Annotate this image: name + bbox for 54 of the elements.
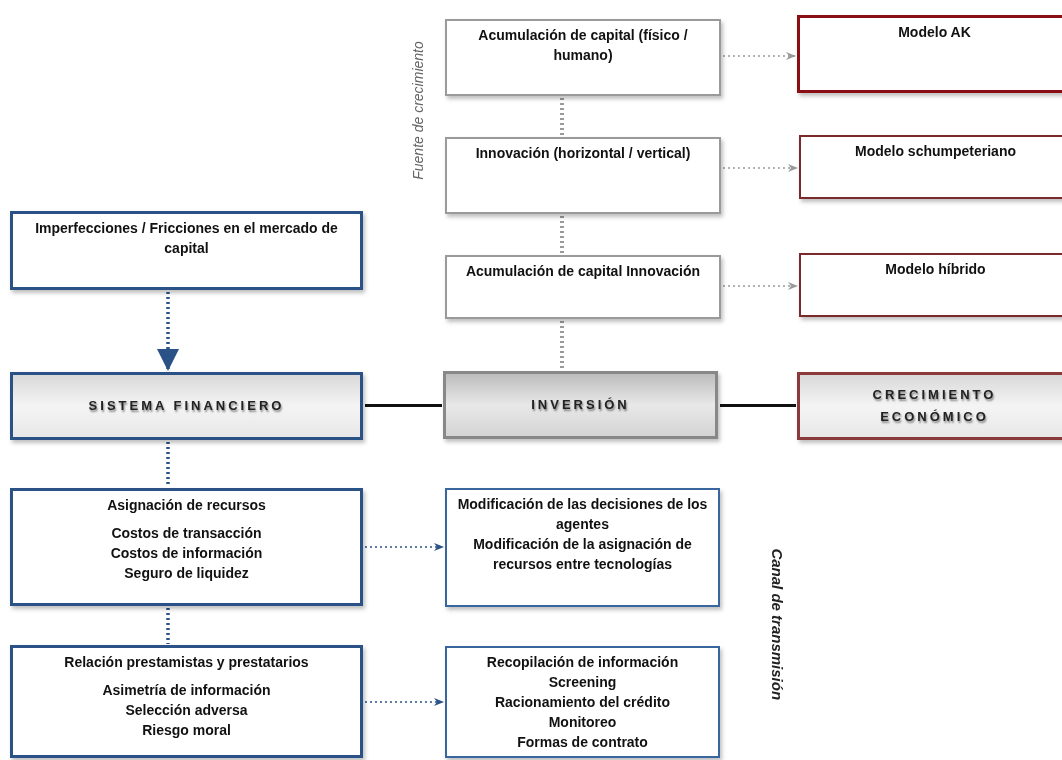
title-box bbox=[10, 372, 363, 440]
arrow bbox=[364, 543, 445, 551]
box-text: Modificación de las decisiones de los agentes bbox=[456, 495, 709, 534]
box-text: Modelo híbrido bbox=[884, 260, 987, 279]
heading-text: Relación prestamistas y prestatarios bbox=[63, 653, 310, 672]
box-text: Monitoreo bbox=[547, 713, 618, 732]
model-box bbox=[799, 135, 1062, 199]
model-box bbox=[799, 253, 1062, 317]
connector-line bbox=[560, 216, 564, 254]
box-text: Modificación de la asignación de recursos entre tecnologías bbox=[472, 535, 693, 574]
box-text: Selección adversa bbox=[124, 701, 249, 720]
box-text: Recopilación de información bbox=[485, 653, 680, 672]
axis-caption: Canal de transmisión bbox=[768, 548, 788, 701]
box-text: Riesgo moral bbox=[141, 721, 232, 740]
title-text: SISTEMA FINANCIERO bbox=[88, 397, 285, 415]
arrow bbox=[722, 52, 797, 60]
connector-line bbox=[166, 608, 170, 644]
box-text: Acumulación de capital (físico / humano) bbox=[477, 26, 689, 65]
connector-line bbox=[720, 404, 796, 407]
box-text: Modelo AK bbox=[897, 23, 972, 42]
arrow bbox=[722, 282, 799, 290]
axis-caption: Fuente de crecimiento bbox=[408, 41, 427, 180]
process-box bbox=[10, 488, 363, 606]
model-box bbox=[797, 15, 1062, 93]
connector-line bbox=[365, 404, 442, 407]
box-text: Screening bbox=[547, 673, 618, 692]
box-text: Racionamiento del crédito bbox=[493, 693, 671, 712]
connector-line bbox=[560, 321, 564, 370]
box-text: Asimetría de información bbox=[101, 681, 272, 700]
connector-line bbox=[560, 98, 564, 136]
heading-text: Asignación de recursos bbox=[106, 496, 267, 515]
box-text: Costos de información bbox=[109, 544, 264, 563]
process-box bbox=[445, 488, 720, 607]
box-text: Imperfecciones / Fricciones en el mercado de capital bbox=[34, 219, 339, 258]
title-box bbox=[797, 372, 1062, 440]
connector-line bbox=[166, 442, 170, 487]
arrow bbox=[364, 698, 445, 706]
process-box bbox=[445, 255, 721, 319]
box-text: Innovación (horizontal / vertical) bbox=[474, 144, 692, 163]
box-text: Costos de transacción bbox=[110, 524, 263, 543]
process-box bbox=[445, 137, 721, 214]
process-box bbox=[445, 646, 720, 758]
process-box bbox=[10, 211, 363, 290]
box-text: Modelo schumpeteriano bbox=[854, 142, 1017, 161]
process-box bbox=[10, 645, 363, 758]
arrow bbox=[722, 164, 799, 172]
box-text: Seguro de liquidez bbox=[123, 564, 250, 583]
title-text: CRECIMIENTO ECONÓMICO bbox=[871, 386, 998, 426]
title-text: INVERSIÓN bbox=[531, 396, 630, 414]
box-text: Acumulación de capital Innovación bbox=[464, 262, 702, 281]
arrow bbox=[157, 292, 179, 371]
box-text: Formas de contrato bbox=[516, 733, 649, 752]
title-box bbox=[443, 371, 718, 439]
process-box bbox=[445, 19, 721, 96]
